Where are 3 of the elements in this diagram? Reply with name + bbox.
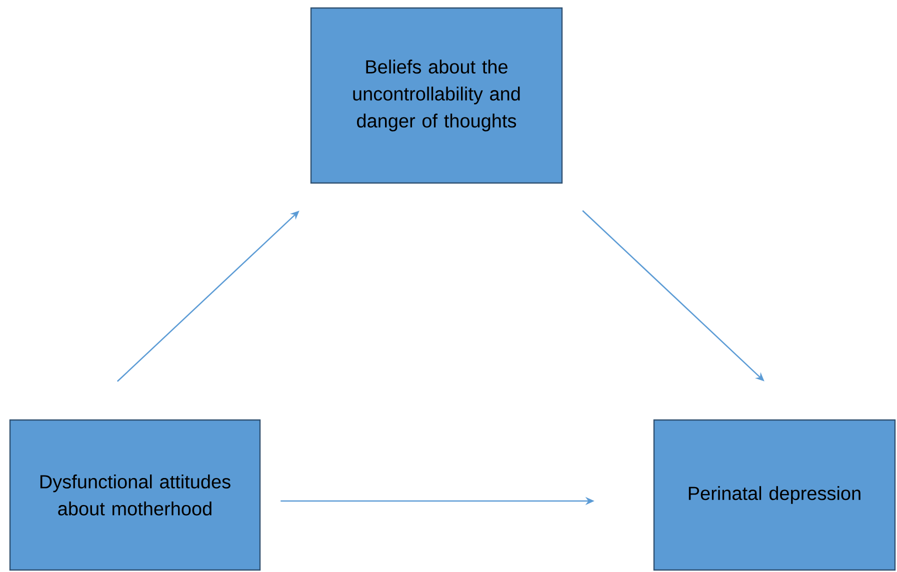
process-box: Beliefs about the uncontrollability and danger of thoughts — [310, 7, 563, 184]
process-box: Dysfunctional attitudes about motherhood — [9, 419, 261, 571]
process-box: Perinatal depression — [653, 419, 896, 571]
